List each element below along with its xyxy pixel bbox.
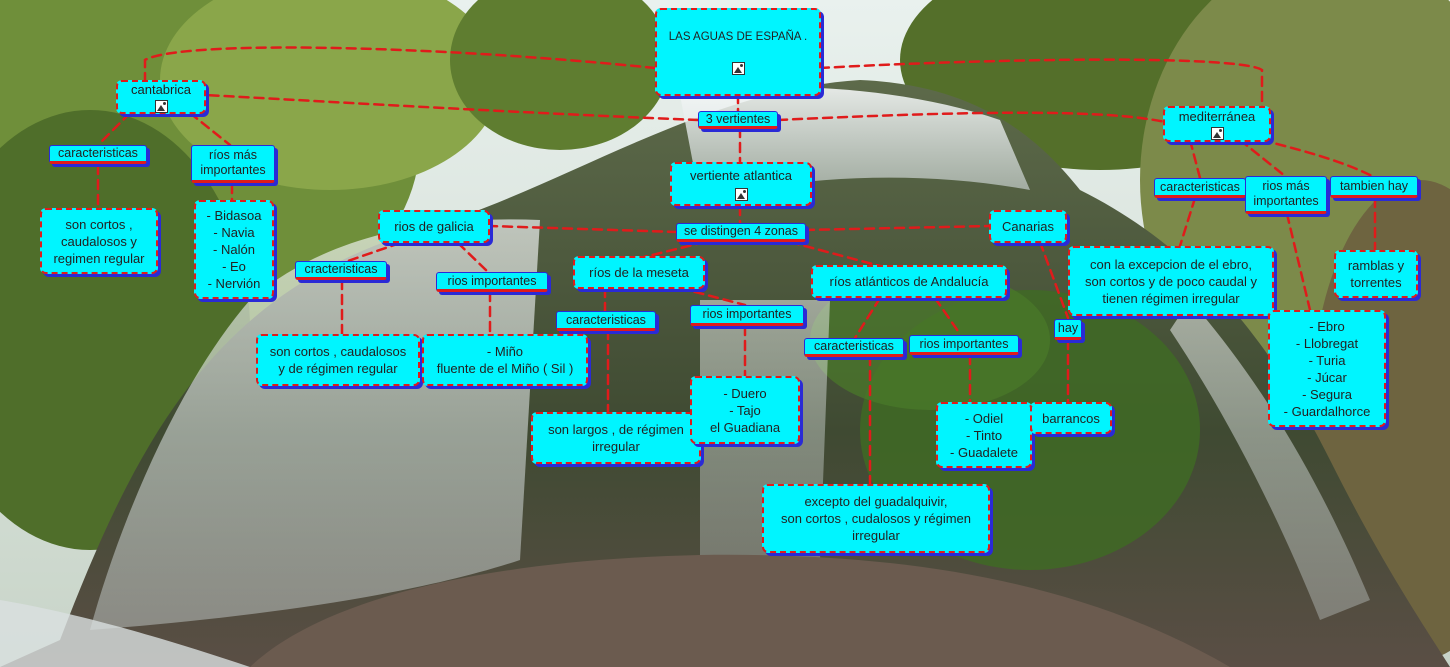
gal-rios-list-node[interactable]: - Miño fluente de el Miño ( Sil ) xyxy=(422,334,588,386)
med-tambien-node[interactable]: tambien hay xyxy=(1330,176,1418,198)
gal-caracteristicas-text: cracteristicas xyxy=(304,262,378,276)
image-icon[interactable] xyxy=(1210,127,1224,140)
med-caract-text-node[interactable]: con la excepcion de el ebro, son cortos … xyxy=(1068,246,1274,316)
meseta-node[interactable]: ríos de la meseta xyxy=(573,256,705,289)
title-text: LAS AGUAS DE ESPAÑA . xyxy=(668,31,808,43)
atlantica-text: vertiente atlantica xyxy=(690,168,792,183)
andalucia-text: ríos atlánticos de Andalucía xyxy=(829,274,989,289)
med-caracteristicas-text: caracteristicas xyxy=(1160,179,1240,194)
gal-rios-label-node[interactable]: rios importantes xyxy=(436,272,548,292)
ramblas-text: ramblas y torrentes xyxy=(1347,258,1405,290)
meseta-text: ríos de la meseta xyxy=(589,265,689,280)
mes-caracteristicas-node[interactable]: caracteristicas xyxy=(556,311,656,331)
cant-rios-list-node[interactable]: - Bidasoa - Navia - Nalón - Eo - Nervión xyxy=(194,200,274,299)
and-rios-label-node[interactable]: rios importantes xyxy=(909,335,1019,355)
mes-caracteristicas-text: caracteristicas xyxy=(566,312,646,327)
galicia-node[interactable]: rios de galicia xyxy=(378,210,490,243)
and-caract-text: excepto del guadalquivir, son cortos , c… xyxy=(780,494,972,543)
cuatro-zonas-node[interactable]: se distingen 4 zonas xyxy=(676,223,806,242)
gal-caract-text-node[interactable]: son cortos , caudalosos y de régimen reg… xyxy=(256,334,420,386)
cant-caracteristicas-text: caracteristicas xyxy=(58,146,138,160)
cant-caract-text-node[interactable]: son cortos , caudalosos y regimen regula… xyxy=(40,208,158,274)
cant-rios-label-node[interactable]: ríos más importantes xyxy=(191,145,275,183)
mes-caract-text-node[interactable]: son largos , de régimen irregular xyxy=(531,412,701,464)
vertientes-node[interactable]: 3 vertientes xyxy=(698,111,778,129)
and-rios-list-node[interactable]: - Odiel - Tinto - Guadalete xyxy=(936,402,1032,468)
cantabrica-node[interactable]: cantabrica xyxy=(116,80,206,114)
med-rios-list-text: - Ebro - Llobregat - Turia - Júcar - Seg… xyxy=(1283,318,1371,419)
mediterranea-text: mediterránea xyxy=(1178,109,1256,124)
atlantica-node[interactable]: vertiente atlantica xyxy=(670,162,812,206)
med-rios-label-text: rios más importantes xyxy=(1253,179,1319,208)
image-icon[interactable] xyxy=(734,188,748,201)
gal-caracteristicas-node[interactable]: cracteristicas xyxy=(295,261,387,280)
barrancos-text: barrancos xyxy=(1042,410,1100,426)
gal-rios-list-text: - Miño fluente de el Miño ( Sil ) xyxy=(436,344,574,376)
hay-text: hay xyxy=(1057,321,1079,335)
vertientes-text: 3 vertientes xyxy=(705,111,771,126)
gal-rios-label-text: rios importantes xyxy=(447,273,537,288)
med-caracteristicas-node[interactable]: caracteristicas xyxy=(1154,178,1246,198)
mes-rios-list-text: - Duero - Tajo el Guadiana xyxy=(709,385,781,435)
and-rios-label-text: rios importantes xyxy=(919,336,1009,351)
ramblas-node[interactable]: ramblas y torrentes xyxy=(1334,250,1418,298)
cant-caract-text: son cortos , caudalosos y regimen regula… xyxy=(53,216,145,266)
mes-caract-text: son largos , de régimen irregular xyxy=(548,422,684,454)
galicia-text: rios de galicia xyxy=(394,219,474,234)
cant-caracteristicas-node[interactable]: caracteristicas xyxy=(49,145,147,164)
med-rios-list-node[interactable]: - Ebro - Llobregat - Turia - Júcar - Seg… xyxy=(1268,310,1386,427)
andalucia-node[interactable]: ríos atlánticos de Andalucía xyxy=(811,265,1007,298)
barrancos-node[interactable]: barrancos xyxy=(1030,402,1112,434)
title-node[interactable]: LAS AGUAS DE ESPAÑA . xyxy=(655,8,821,96)
and-caract-text-node[interactable]: excepto del guadalquivir, son cortos , c… xyxy=(762,484,990,553)
canarias-text: Canarias xyxy=(1001,219,1055,234)
med-tambien-text: tambien hay xyxy=(1339,178,1409,193)
gal-caract-text: son cortos , caudalosos y de régimen reg… xyxy=(269,344,407,376)
cuatro-zonas-text: se distingen 4 zonas xyxy=(684,224,798,238)
med-caract-text: con la excepcion de el ebro, son cortos … xyxy=(1085,256,1257,306)
cantabrica-text: cantabrica xyxy=(131,82,191,97)
cant-rios-list-text: - Bidasoa - Navia - Nalón - Eo - Nervión xyxy=(206,208,262,291)
and-caracteristicas-node[interactable]: caracteristicas xyxy=(804,338,904,357)
canarias-node[interactable]: Canarias xyxy=(989,210,1067,243)
mes-rios-list-node[interactable]: - Duero - Tajo el Guadiana xyxy=(690,376,800,444)
mes-rios-label-node[interactable]: rios importantes xyxy=(690,305,804,326)
cant-rios-label-text: ríos más importantes xyxy=(200,148,266,177)
mes-rios-label-text: rios importantes xyxy=(702,307,792,321)
hay-node[interactable]: hay xyxy=(1054,319,1082,340)
mediterranea-node[interactable]: mediterránea xyxy=(1163,106,1271,142)
image-icon[interactable] xyxy=(154,100,168,113)
image-icon[interactable] xyxy=(731,62,745,75)
and-rios-list-text: - Odiel - Tinto - Guadalete xyxy=(950,410,1018,460)
med-rios-label-node[interactable]: rios más importantes xyxy=(1245,176,1327,214)
and-caracteristicas-text: caracteristicas xyxy=(814,339,894,353)
